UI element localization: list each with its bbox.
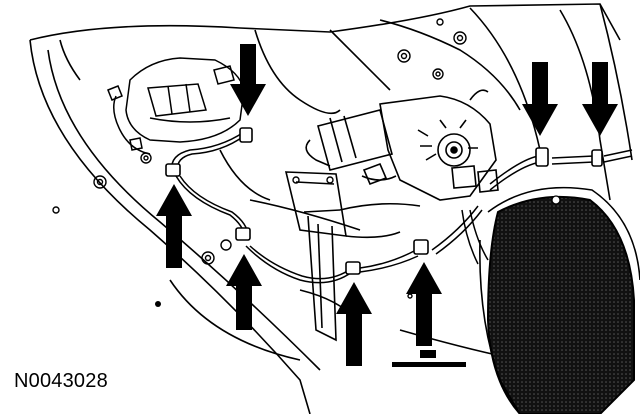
figure-id-caption: N0043028 xyxy=(14,370,108,392)
arrow-up-clip-center-right xyxy=(406,262,442,346)
arrow-up-clip-center-left xyxy=(226,254,262,330)
window-motor xyxy=(305,89,499,201)
clip-upper-left xyxy=(239,127,253,143)
window-regulator xyxy=(284,171,421,342)
part-label xyxy=(392,350,466,367)
clip-center-left xyxy=(235,227,251,241)
wire-harness-clips xyxy=(165,127,603,275)
arrow-up-clip-left xyxy=(156,184,192,268)
arrow-down-clip-upper-left xyxy=(230,44,266,116)
callout-arrows-down xyxy=(230,44,618,136)
door-switch-connector xyxy=(107,57,245,155)
panel-slot xyxy=(155,301,161,307)
callout-arrows-up xyxy=(156,184,442,366)
clip-center xyxy=(345,261,361,275)
clip-upper-right-b xyxy=(591,149,603,167)
arrow-down-clip-upper-right-b xyxy=(582,62,618,136)
clip-left xyxy=(165,163,181,177)
clip-center-right xyxy=(413,239,429,255)
door-speaker xyxy=(479,186,640,414)
clip-upper-right-a xyxy=(535,147,549,167)
arrow-up-clip-center xyxy=(336,282,372,366)
arrow-down-clip-upper-right-a xyxy=(522,62,558,136)
